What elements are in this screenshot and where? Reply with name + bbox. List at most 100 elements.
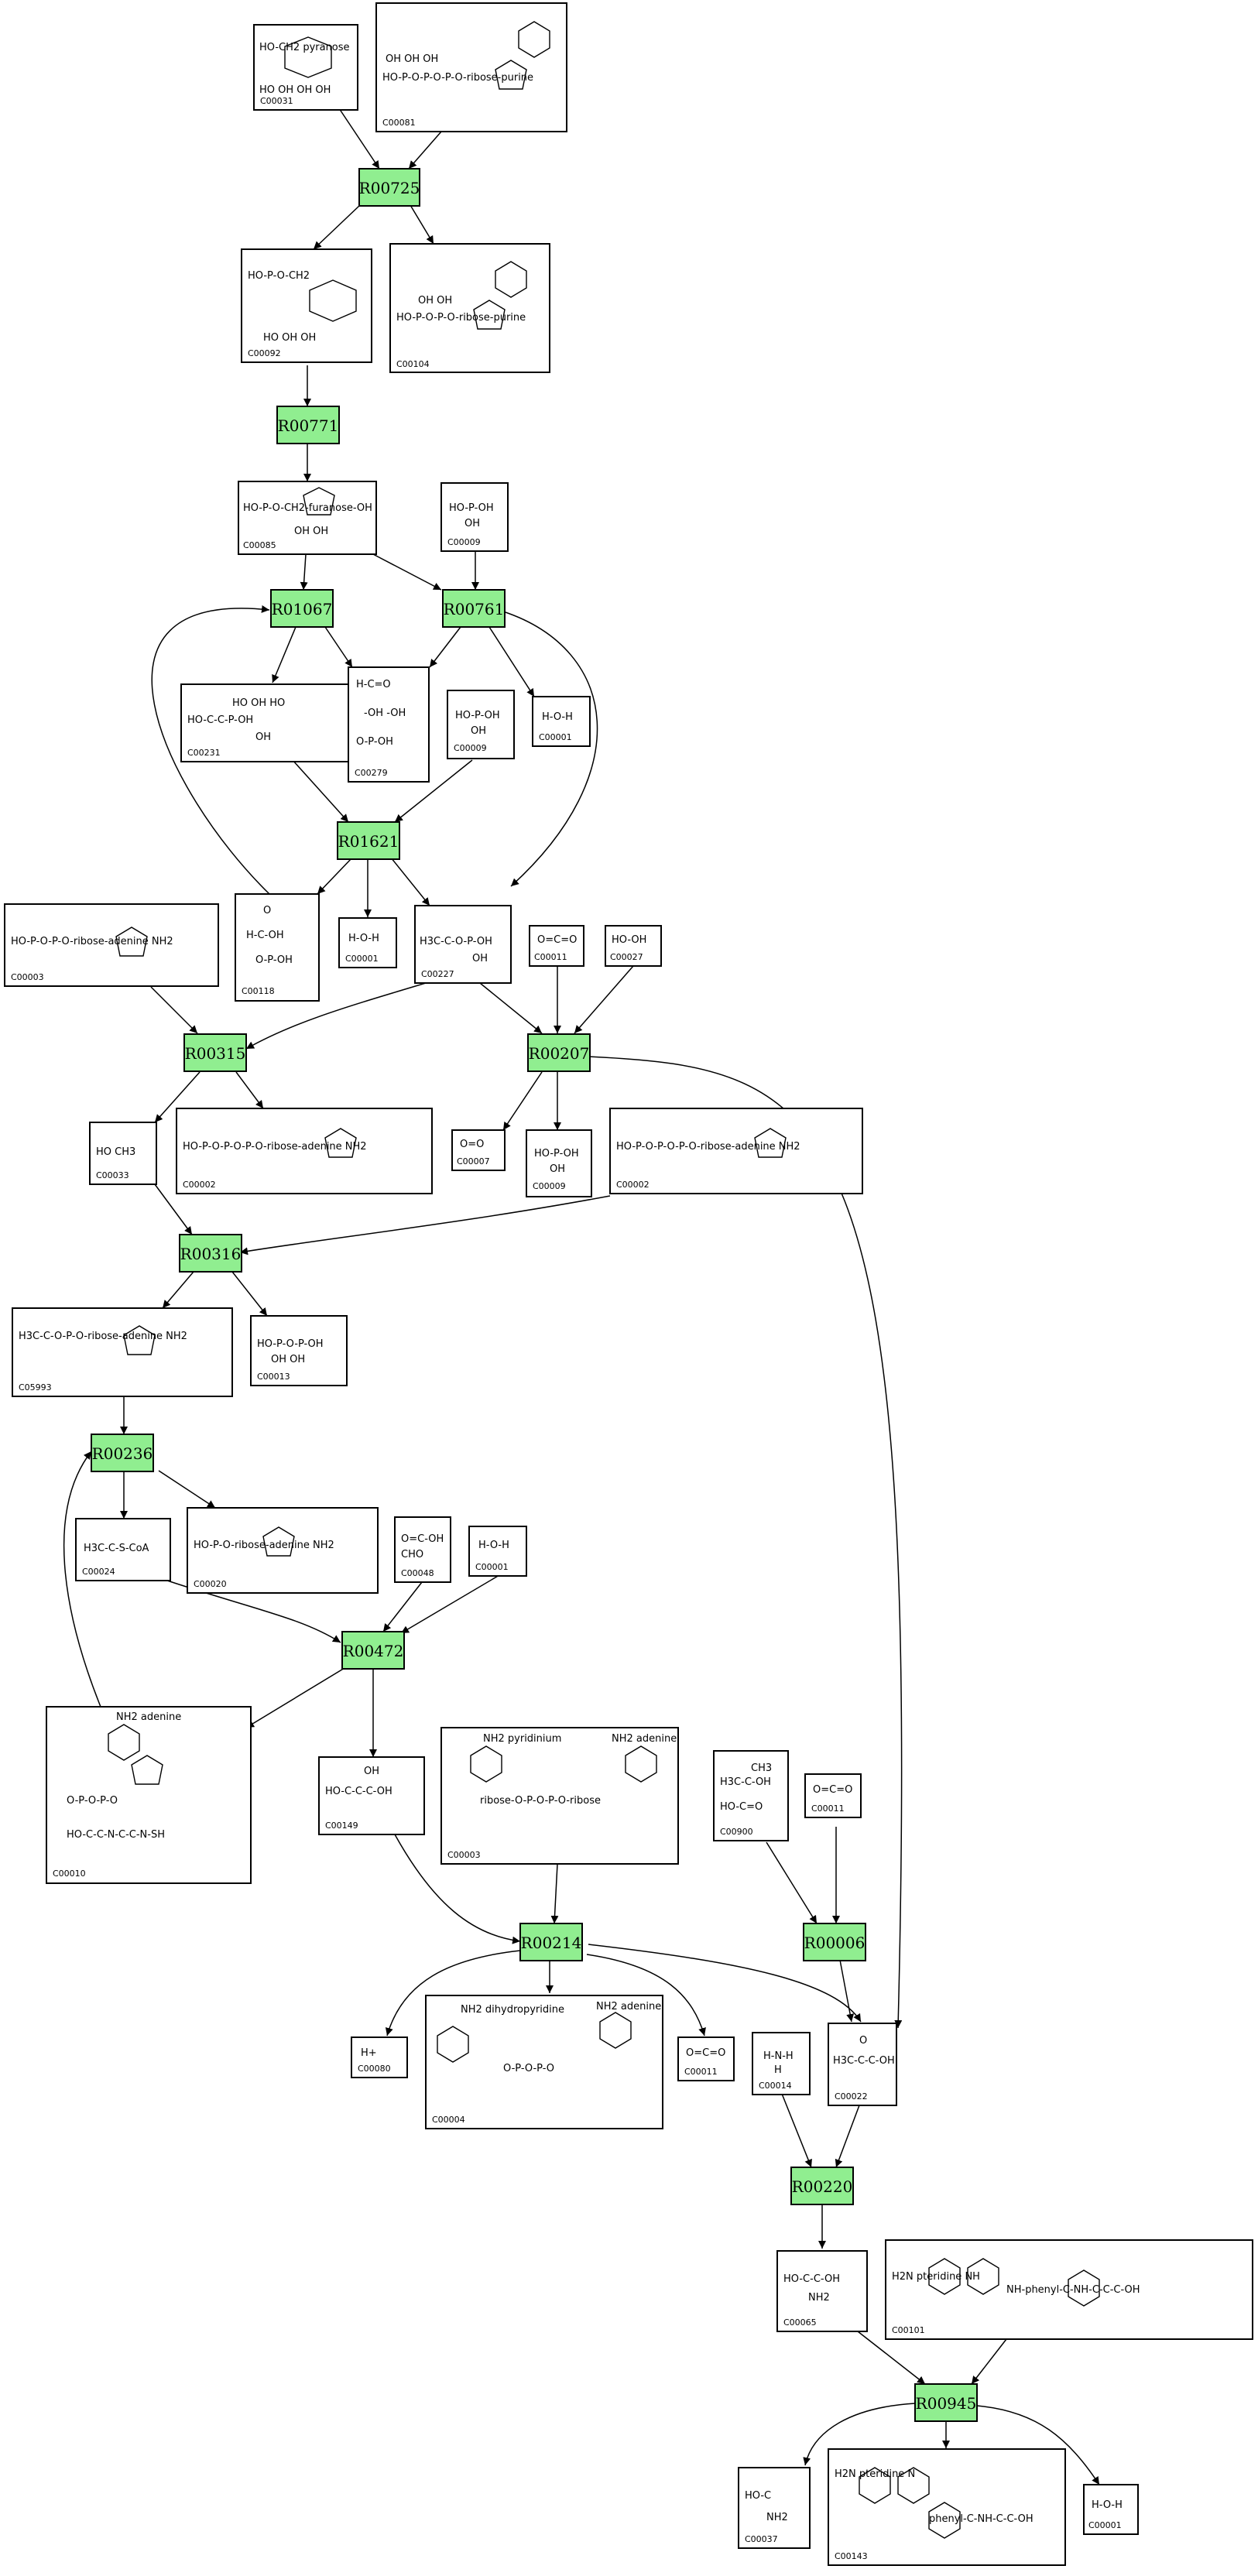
compound-node-c00009[interactable]: HO-P-OH OH C00009 [440,482,509,552]
compound-node-c00002[interactable]: HO-P-O-P-O-P-O-ribose-adenine NH2 C00002 [609,1108,863,1194]
compound-node-c00149[interactable]: OH HO-C-C-C-OH C00149 [318,1756,425,1835]
structure-drawing: OH OH HO-P-O-P-O-ribose-purine [396,261,527,330]
compound-node-c00022[interactable]: O H3C-C-C-OH C00022 [828,2023,897,2106]
compound-node-c00231[interactable]: HO OH HO HO-C-C-P-OH OH C00231 [180,683,377,762]
reaction-nodes: R00725 R00771 R01067 R00761 R01621 R0031… [91,168,978,2422]
reaction-node-r00725[interactable]: R00725 [358,168,420,207]
compound-node-c00001[interactable]: H-O-H C00001 [468,1526,527,1577]
reaction-node-r00945[interactable]: R00945 [914,2383,978,2422]
reaction-node-r00472[interactable]: R00472 [341,1631,405,1670]
reaction-node-r00771[interactable]: R00771 [276,406,340,444]
reaction-label: R00761 [444,600,505,618]
compound-node-c00092[interactable]: HO-P-O-CH2 HO OH OH C00092 [241,248,372,363]
edge [150,986,198,1034]
reaction-node-r00214[interactable]: R00214 [519,1923,583,1961]
reaction-node-r00316[interactable]: R00316 [179,1234,242,1273]
structure-drawing: HO-P-O-CH2-furanose-OH OH OH [243,487,372,537]
svg-text:OH: OH [464,518,480,529]
compound-node-c00011[interactable]: O=C=O C00011 [804,1773,862,1818]
compound-code: C00027 [610,952,643,962]
compound-node-c00048[interactable]: O=C-OH CHO C00048 [394,1516,451,1583]
edge [372,553,442,591]
compound-node-c00011[interactable]: O=C=O C00011 [529,925,584,967]
compound-node-c00080[interactable]: H+ C00080 [351,2036,408,2078]
compound-node-c00027[interactable]: HO-OH C00027 [605,925,662,967]
svg-text:H-O-H: H-O-H [1092,2499,1123,2511]
compound-node-c00001[interactable]: H-O-H C00001 [1083,2484,1139,2535]
compound-code: C00118 [242,986,275,996]
compound-node-c00024[interactable]: H3C-C-S-CoA C00024 [75,1518,171,1581]
edge [400,1574,500,1634]
compound-node-c00101[interactable]: H2N pteridine NH NH-phenyl-C-NH-C-C-C-OH… [885,2239,1253,2340]
reaction-node-r00006[interactable]: R00006 [803,1923,866,1961]
compound-node-c00227[interactable]: H3C-C-O-P-OH OH C00227 [414,905,512,984]
compound-node-c00104[interactable]: OH OH HO-P-O-P-O-ribose-purine C00104 [389,243,550,373]
structure-drawing: H3C-C-S-CoA [84,1543,149,1554]
compound-node-c00001[interactable]: H-O-H C00001 [532,696,591,747]
svg-text:OH OH OH: OH OH OH [386,53,438,65]
compound-code: C00080 [358,2064,391,2074]
edge [300,553,308,591]
compound-node-c00003[interactable]: NH2 pyridinium NH2 adenine ribose-O-P-O-… [440,1727,679,1865]
compound-node-c00013[interactable]: HO-P-O-P-OH OH OH C00013 [250,1315,348,1386]
reaction-node-r01067[interactable]: R01067 [270,589,334,628]
compound-node-c00001[interactable]: H-O-H C00001 [338,917,397,968]
edge [292,759,349,823]
compound-code: C00033 [96,1170,129,1180]
svg-text:O=C=O: O=C=O [813,1784,852,1796]
reaction-node-r00220[interactable]: R00220 [790,2167,854,2205]
structure-drawing: H3C-C-O-P-O-ribose-adenine NH2 [19,1325,187,1355]
compound-node-c00020[interactable]: HO-P-O-ribose-adenine NH2 C00020 [187,1507,379,1594]
structure-drawing: HO-P-O-P-O-ribose-adenine NH2 [11,927,173,957]
structure-drawing: HO CH3 [96,1146,135,1158]
svg-text:HO-P-OH: HO-P-OH [455,710,500,721]
edge [317,857,353,895]
structure-drawing: O=C=O [537,934,577,946]
compound-node-c00033[interactable]: HO CH3 C00033 [89,1122,157,1185]
compound-node-c00065[interactable]: HO-C-C-OH NH2 C00065 [776,2250,868,2332]
reaction-node-r00207[interactable]: R00207 [527,1033,591,1072]
compound-node-c00010[interactable]: NH2 adenine O-P-O-P-O HO-C-C-N-C-C-N-SH … [46,1706,252,1884]
svg-text:HO-C-C-C-OH: HO-C-C-C-OH [325,1786,392,1797]
compound-node-c00007[interactable]: O=O C00007 [451,1129,506,1171]
compound-node-c00014[interactable]: H-N-H H C00014 [752,2032,811,2095]
compound-node-c00037[interactable]: HO-C NH2 C00037 [738,2467,811,2549]
compound-node-c00003[interactable]: HO-P-O-P-O-ribose-adenine NH2 C00003 [4,903,219,987]
reaction-node-r01621[interactable]: R01621 [337,821,400,860]
svg-text:NH2 dihydropyridine: NH2 dihydropyridine [461,2004,564,2016]
structure-drawing: H-O-H [1092,2499,1123,2511]
structure-drawing: OH HO-C-C-C-OH [325,1766,392,1797]
compound-code: C00011 [534,952,567,962]
edge [154,1071,201,1123]
structure-drawing: H3C-C-O-P-OH OH [420,936,492,964]
reaction-label: R00945 [916,2394,977,2413]
svg-text:-OH -OH: -OH -OH [364,707,406,719]
svg-text:HO-OH: HO-OH [612,934,646,946]
compound-node-c00279[interactable]: H-C=O -OH -OH O-P-OH C00279 [348,666,430,783]
compound-code: C00002 [183,1180,216,1190]
svg-text:NH2 adenine: NH2 adenine [612,1733,677,1745]
compound-code: C00085 [243,540,276,550]
reaction-node-r00236[interactable]: R00236 [91,1434,154,1472]
edge [588,1056,903,2029]
structure-drawing: H-O-H [348,933,379,944]
compound-node-c00009[interactable]: HO-P-OH OH C00009 [447,690,515,759]
reaction-node-r00315[interactable]: R00315 [183,1033,247,1072]
reaction-label: R00472 [343,1642,404,1660]
edge [502,611,598,887]
compound-node-c00011[interactable]: O=C=O C00011 [677,2036,735,2081]
compound-node-c00900[interactable]: CH3 H3C-C-OH HO-C=O C00900 [713,1750,789,1841]
structure-drawing: H-N-H H [763,2050,794,2076]
structure-drawing: HO-P-O-P-OH OH OH [257,1338,324,1365]
compound-node-c00002[interactable]: HO-P-O-P-O-P-O-ribose-adenine NH2 C00002 [176,1108,433,1194]
compound-node-c00085[interactable]: HO-P-O-CH2-furanose-OH OH OH C00085 [238,481,377,555]
compound-node-c00009[interactable]: HO-P-OH OH C00009 [526,1129,592,1197]
compound-node-c00143[interactable]: H2N pteridine N phenyl-C-NH-C-C-OH C0014… [828,2448,1066,2566]
compound-node-c00004[interactable]: NH2 dihydropyridine NH2 adenine O-P-O-P-… [425,1995,663,2129]
compound-node-c00118[interactable]: O H-C-OH O-P-OH C00118 [235,893,320,1002]
reaction-label: R00316 [180,1245,242,1263]
compound-node-c05993[interactable]: H3C-C-O-P-O-ribose-adenine NH2 C05993 [12,1307,233,1397]
reaction-node-r00761[interactable]: R00761 [442,589,506,628]
compound-node-c00081[interactable]: OH OH OH HO-P-O-P-O-P-O-ribose-purine C0… [375,2,567,132]
compound-node-c00031[interactable]: HO-CH2 pyranose HO OH OH OH C00031 [253,24,358,111]
